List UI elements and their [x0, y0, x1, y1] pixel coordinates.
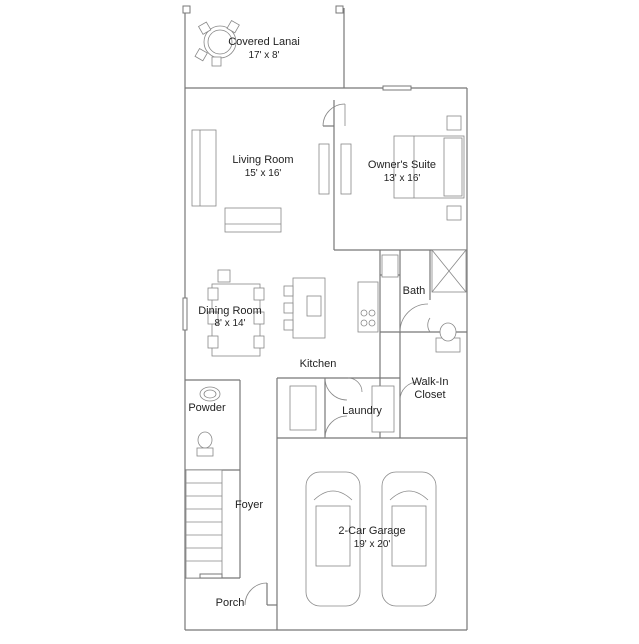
garage-dims: 19' x 20' — [354, 539, 391, 550]
porch-window — [199, 573, 223, 579]
walk-in-closet-label-line1: Walk-In — [412, 376, 449, 388]
dining-room-dims: 8' x 14' — [214, 318, 245, 329]
walk-in-closet-label-line2: Closet — [414, 389, 445, 401]
stairs — [185, 469, 223, 579]
porch-label: Porch — [216, 597, 245, 609]
covered-lanai-dims: 17' x 8' — [248, 50, 279, 61]
covered-lanai-area — [182, 5, 345, 88]
suite-bed — [393, 115, 465, 221]
owners-suite-label: Owner's Suite — [368, 159, 436, 171]
washer-dryer — [289, 385, 395, 433]
living-room-dims: 15' x 16' — [245, 168, 282, 179]
powder-sink — [199, 386, 221, 402]
foyer-label: Foyer — [235, 499, 263, 511]
kitchen-island — [283, 277, 326, 339]
patio-table-icon — [194, 19, 240, 67]
dining-table — [207, 269, 265, 357]
garage-car-2 — [381, 471, 437, 607]
laundry-label: Laundry — [342, 405, 382, 417]
cabinets — [318, 143, 352, 195]
exterior-walls — [182, 85, 468, 631]
owners-suite-dims: 13' x 16' — [384, 173, 421, 184]
dining-room-label: Dining Room — [198, 305, 262, 317]
covered-lanai-label: Covered Lanai — [228, 36, 300, 48]
interior-walls — [185, 100, 467, 606]
garage-label: 2-Car Garage — [338, 525, 405, 537]
powder-toilet — [196, 431, 214, 457]
living-sofa — [191, 129, 217, 207]
living-room-label: Living Room — [232, 154, 293, 166]
bath-vanity — [381, 254, 399, 278]
kitchen-range — [357, 281, 379, 333]
living-loveseat — [224, 207, 282, 233]
garage-car-1 — [305, 471, 361, 607]
powder-label: Powder — [188, 402, 226, 414]
bath-label: Bath — [403, 285, 426, 297]
bath-toilet — [435, 322, 461, 353]
kitchen-label: Kitchen — [300, 358, 337, 370]
bath-shower — [431, 249, 467, 293]
